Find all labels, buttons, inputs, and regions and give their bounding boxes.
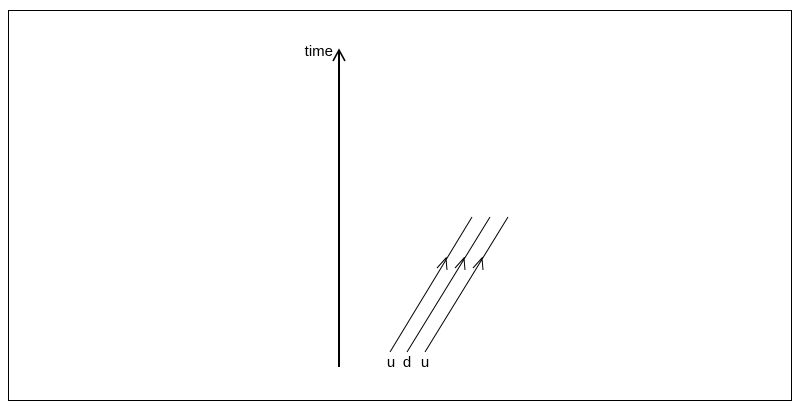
quark-line-1-arrow-icon	[436, 256, 448, 271]
quark-line-2	[406, 216, 491, 353]
quark-label-d: d	[403, 354, 411, 371]
quark-label-u-1: u	[387, 354, 395, 371]
quark-line-3	[424, 216, 509, 353]
time-axis: time	[305, 43, 346, 367]
diagram-frame	[8, 10, 792, 401]
quark-labels: u d u	[387, 354, 429, 371]
quark-line-2-arrow-icon	[454, 256, 466, 271]
time-axis-label: time	[305, 43, 333, 60]
time-axis-arrowhead-icon	[332, 48, 346, 62]
quark-line-3-arrow-icon	[472, 256, 484, 271]
quark-line-1	[389, 216, 473, 353]
quark-label-u-2: u	[421, 354, 429, 371]
quark-worldlines	[389, 216, 509, 353]
